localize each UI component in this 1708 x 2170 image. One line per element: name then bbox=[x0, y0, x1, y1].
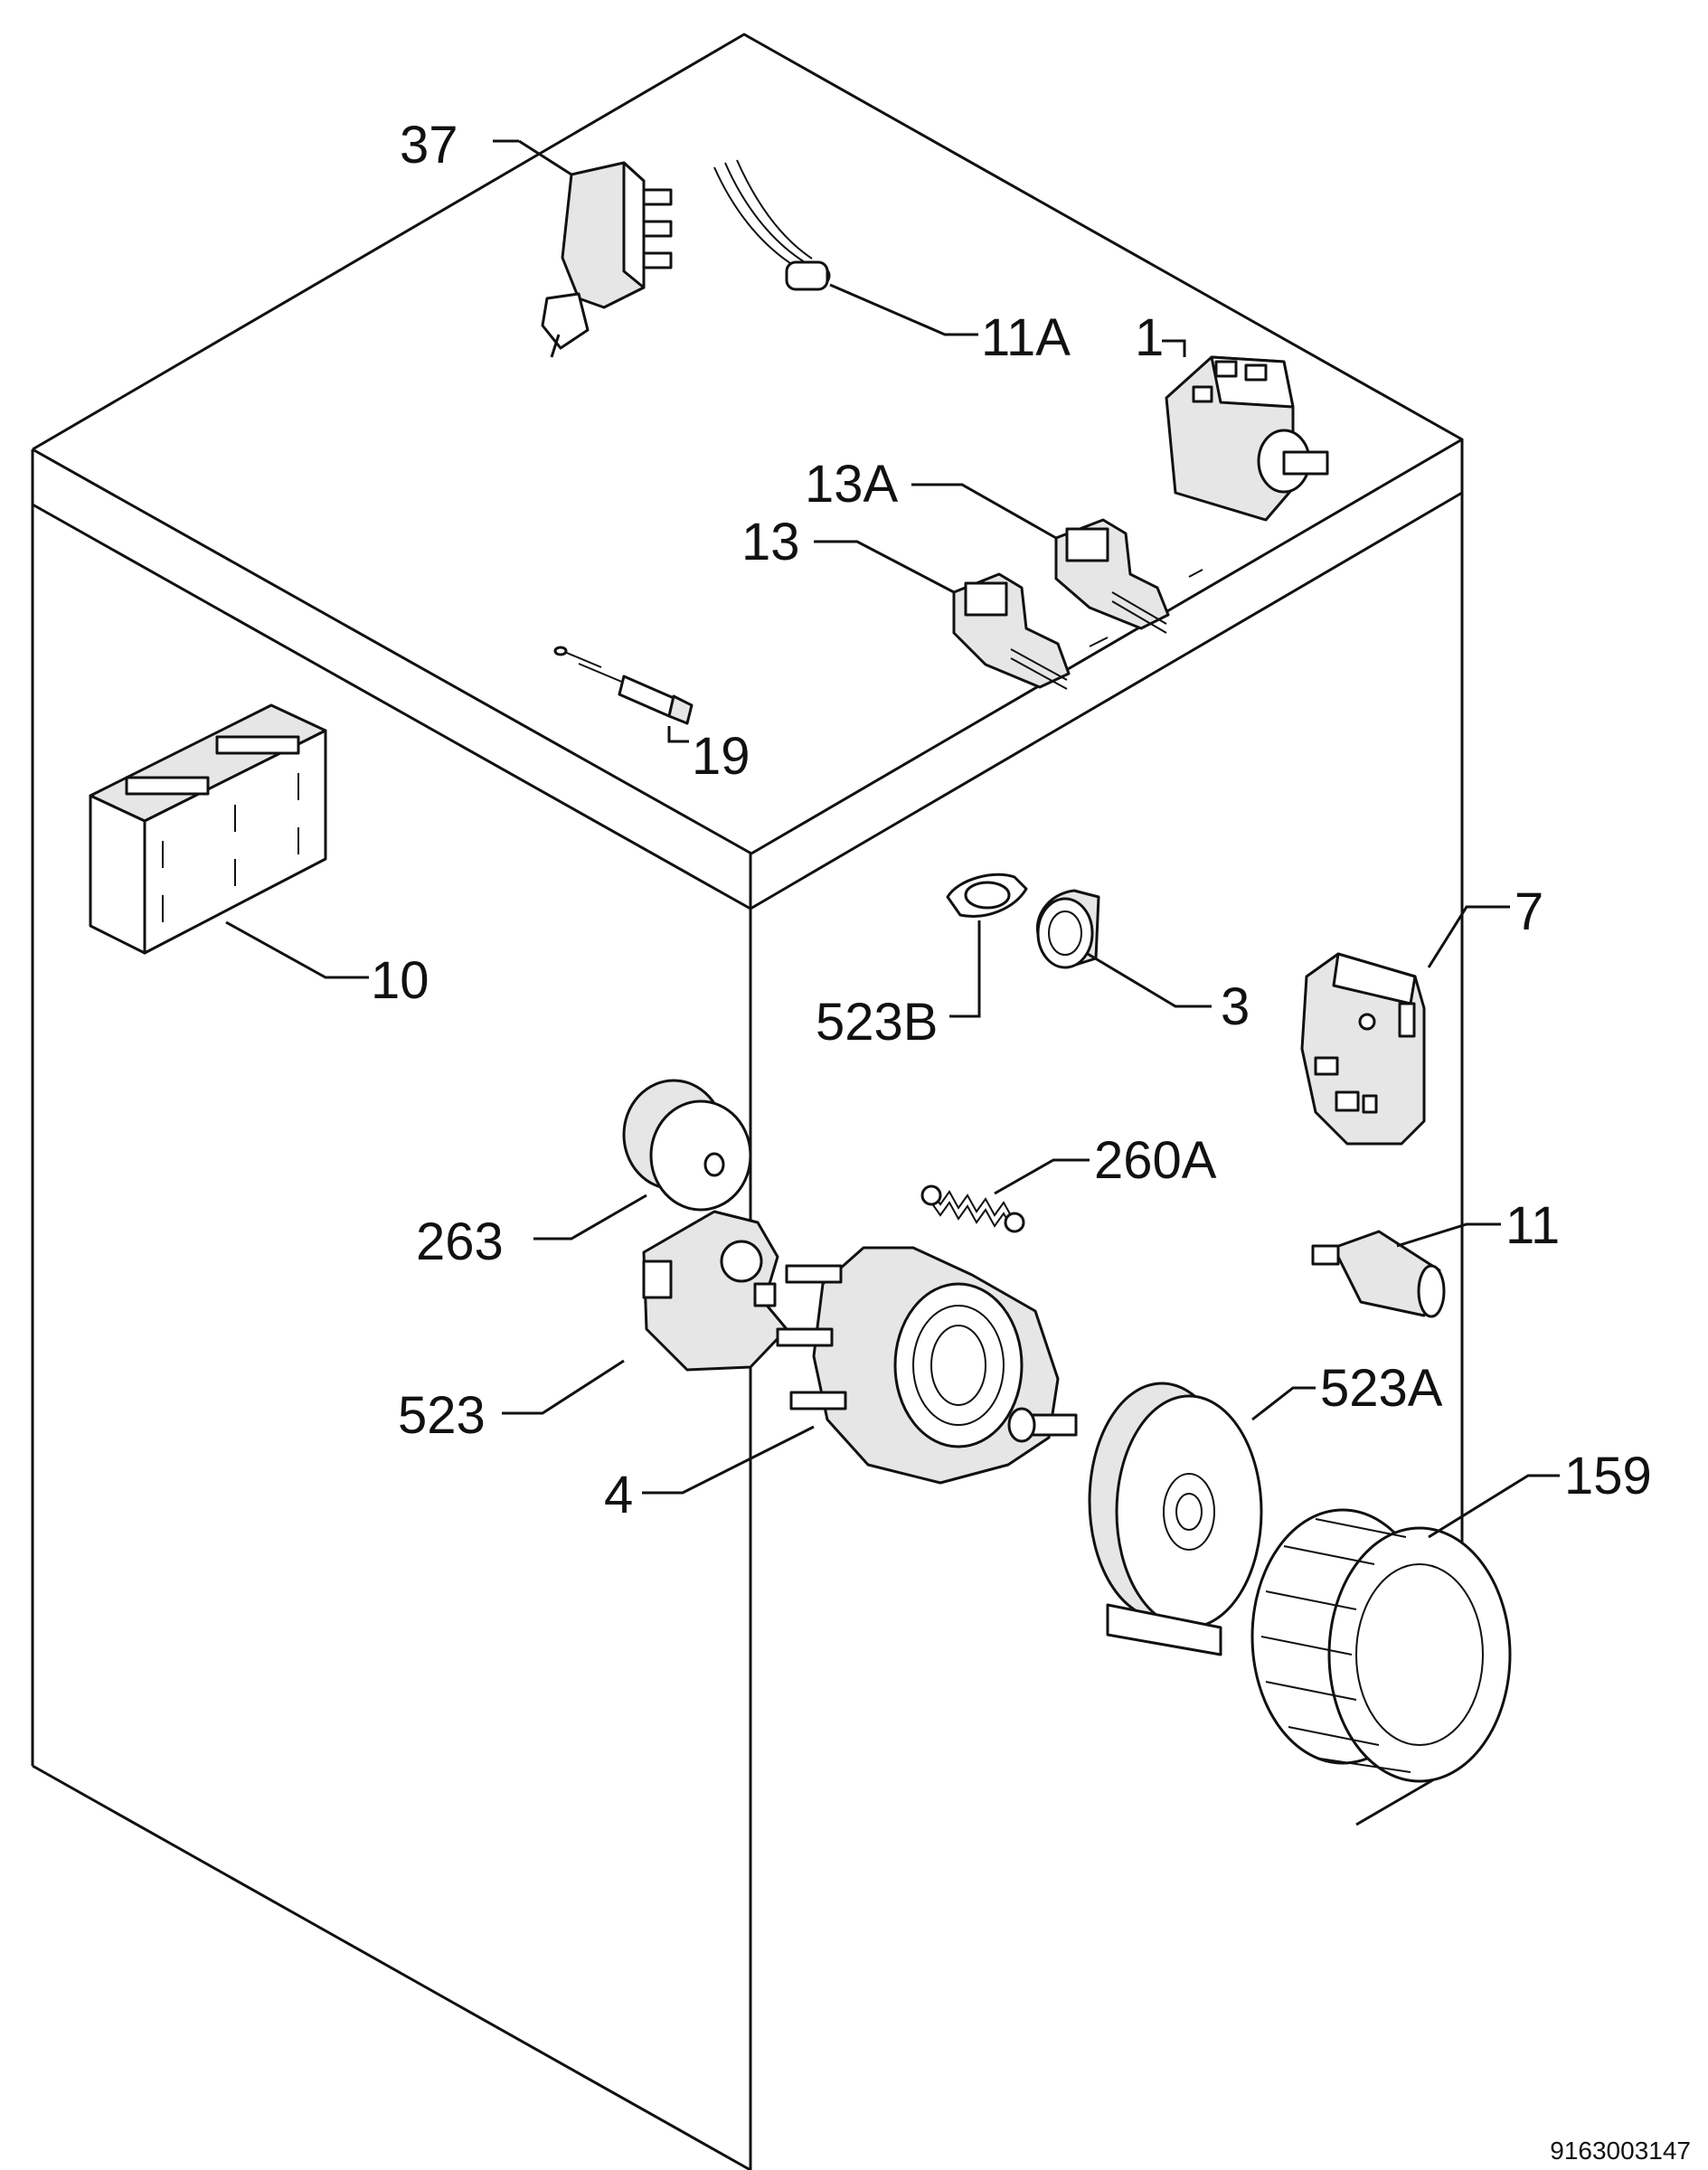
cabinet-outline bbox=[31, 33, 1464, 2170]
part-13-switch bbox=[814, 540, 1109, 690]
label-13A: 13A bbox=[805, 455, 899, 514]
document-number: 9163003147 bbox=[1550, 2137, 1691, 2165]
label-523A: 523A bbox=[1320, 1359, 1443, 1418]
part-159-fan-wheel bbox=[1250, 1474, 1560, 1783]
part-523A-fan-housing bbox=[1088, 1382, 1316, 1656]
label-523: 523 bbox=[398, 1386, 486, 1445]
label-263: 263 bbox=[416, 1212, 504, 1271]
part-523B-bracket bbox=[946, 873, 1028, 1018]
label-3: 3 bbox=[1221, 977, 1250, 1036]
label-260A: 260A bbox=[1094, 1131, 1217, 1190]
label-37: 37 bbox=[400, 116, 458, 175]
part-10-filter-box bbox=[89, 703, 369, 979]
part-260A-spring bbox=[920, 1158, 1090, 1233]
label-11A: 11A bbox=[981, 308, 1071, 367]
part-13A-switch bbox=[911, 483, 1203, 634]
part-11A-suppressor bbox=[713, 159, 978, 336]
label-7: 7 bbox=[1515, 882, 1543, 941]
label-159: 159 bbox=[1564, 1447, 1652, 1505]
part-1-program-switch bbox=[1162, 339, 1329, 522]
part-labels: 37 11A 1 13A 13 19 10 7 523B 3 260A 263 … bbox=[371, 116, 1691, 2165]
label-523B: 523B bbox=[816, 993, 938, 1052]
label-19: 19 bbox=[692, 727, 750, 786]
part-523-motor-mount bbox=[502, 1210, 788, 1415]
label-4: 4 bbox=[604, 1466, 633, 1524]
label-1: 1 bbox=[1135, 308, 1164, 367]
part-4-motor bbox=[642, 1246, 1078, 1495]
part-11-capacitor bbox=[1311, 1222, 1501, 1318]
part-37-terminal-block bbox=[493, 139, 673, 358]
label-10: 10 bbox=[371, 951, 429, 1010]
part-7-door-lock bbox=[1300, 905, 1510, 1146]
part-19-sensor bbox=[553, 646, 694, 743]
part-3-bearing bbox=[1035, 889, 1212, 1008]
label-13: 13 bbox=[741, 513, 800, 571]
label-11: 11 bbox=[1505, 1196, 1560, 1255]
part-263-pulley bbox=[533, 1079, 752, 1241]
